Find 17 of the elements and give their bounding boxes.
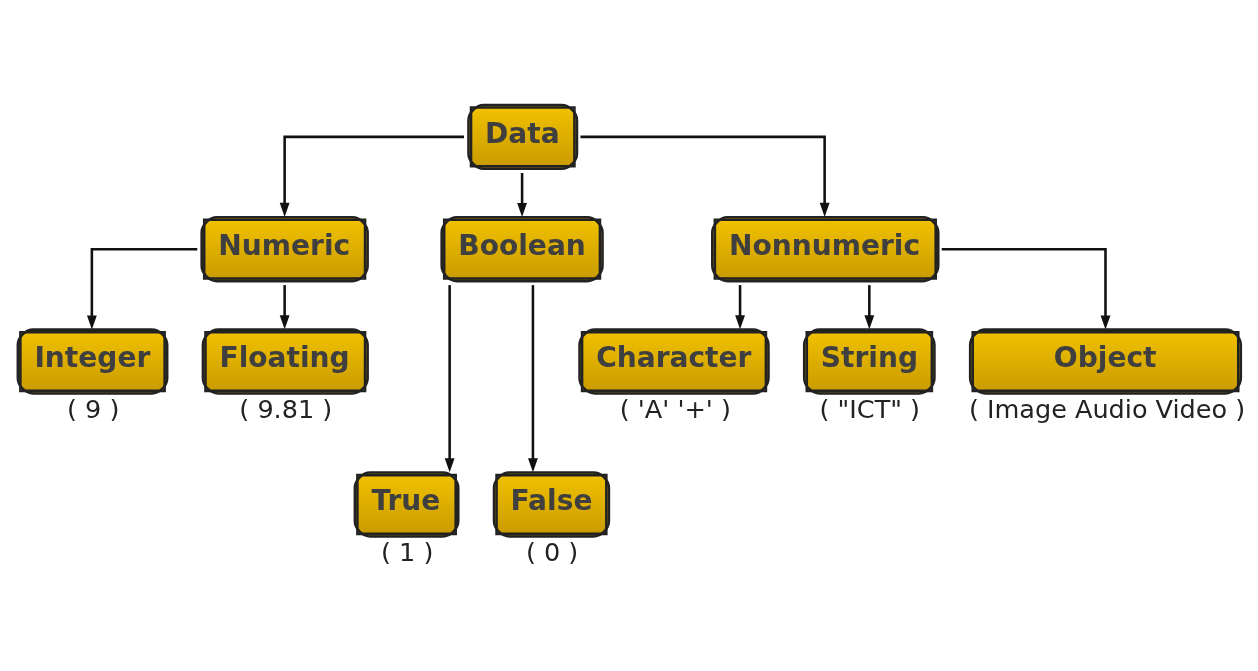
arrow <box>279 284 290 329</box>
arrow <box>864 284 875 329</box>
arrow <box>86 247 198 329</box>
arrow <box>580 135 830 217</box>
node-label: ( 'A' '+' ) <box>619 393 731 424</box>
node-label: ( "ICT" ) <box>819 393 921 424</box>
arrow <box>735 284 745 329</box>
node-label: ( 0 ) <box>525 536 579 567</box>
arrow <box>279 135 464 217</box>
arrow <box>444 284 455 472</box>
arrow <box>941 247 1111 329</box>
node-label: ( 1 ) <box>381 536 434 567</box>
node-label: ( Image Audio Video ) <box>968 393 1246 424</box>
node-label: ( 9 ) <box>66 393 120 424</box>
node-label: ( 9.81 ) <box>239 393 333 424</box>
arrow <box>517 172 527 217</box>
arrow <box>528 284 538 472</box>
